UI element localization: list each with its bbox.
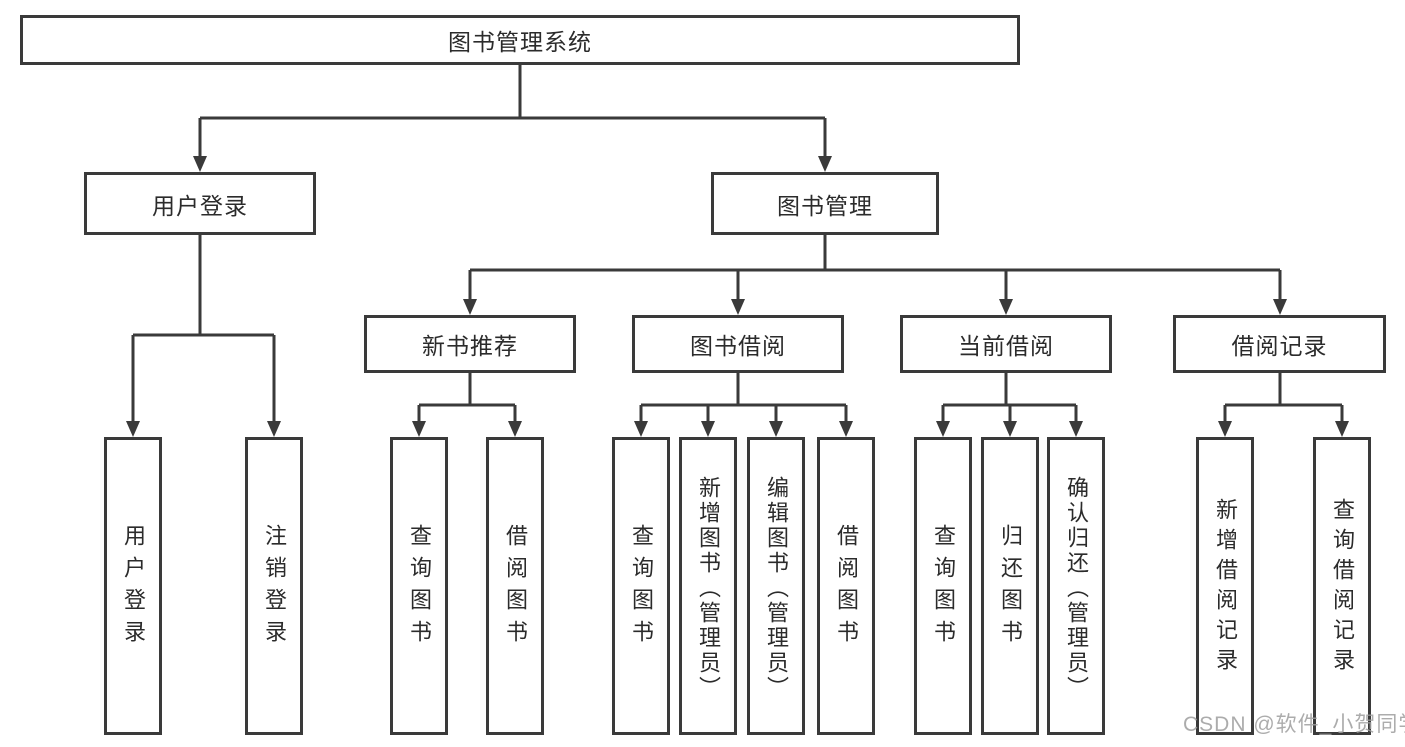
leaf-user-login: 用户登录	[104, 437, 162, 735]
leaf-edit-books-admin: 编辑图书（管理员）	[747, 437, 805, 735]
leaf-add-borrow-record: 新增借阅记录	[1196, 437, 1254, 735]
node-borrowing-records: 借阅记录	[1173, 315, 1386, 373]
leaf-return-books: 归还图书	[981, 437, 1039, 735]
node-new-book-recommendation: 新书推荐	[364, 315, 576, 373]
leaf-add-books-admin: 新增图书（管理员）	[679, 437, 737, 735]
arrowheads	[126, 156, 1349, 437]
leaf-confirm-return-admin: 确认归还（管理员）	[1047, 437, 1105, 735]
leaf-query-borrow-record: 查询借阅记录	[1313, 437, 1371, 735]
node-user-login: 用户登录	[84, 172, 316, 235]
leaf-query-books-1: 查询图书	[390, 437, 448, 735]
leaf-logout: 注销登录	[245, 437, 303, 735]
node-book-management: 图书管理	[711, 172, 939, 235]
leaf-borrow-books-1: 借阅图书	[486, 437, 544, 735]
leaf-borrow-books-2: 借阅图书	[817, 437, 875, 735]
node-library-management-system: 图书管理系统	[20, 15, 1020, 65]
leaf-query-books-3: 查询图书	[914, 437, 972, 735]
connector-lines	[131, 65, 1344, 423]
csdn-watermark: CSDN @软件_小贺同学	[1183, 713, 1405, 736]
node-book-borrowing: 图书借阅	[632, 315, 844, 373]
leaf-query-books-2: 查询图书	[612, 437, 670, 735]
node-current-borrowing: 当前借阅	[900, 315, 1112, 373]
